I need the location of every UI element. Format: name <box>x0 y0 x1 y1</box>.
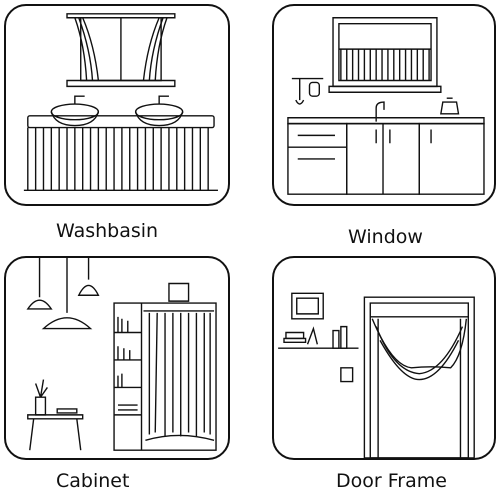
cabinet-illustration <box>6 258 228 458</box>
washbasin-illustration <box>6 6 228 204</box>
label-window: Window <box>348 226 423 248</box>
door-frame-illustration <box>274 258 494 458</box>
panel-washbasin <box>4 4 230 206</box>
panel-window <box>272 4 496 206</box>
window-illustration <box>274 6 494 204</box>
label-washbasin: Washbasin <box>56 220 159 242</box>
label-cabinet: Cabinet <box>56 470 130 492</box>
panel-cabinet <box>4 256 230 460</box>
panel-door-frame <box>272 256 496 460</box>
label-door-frame: Door Frame <box>336 470 447 492</box>
